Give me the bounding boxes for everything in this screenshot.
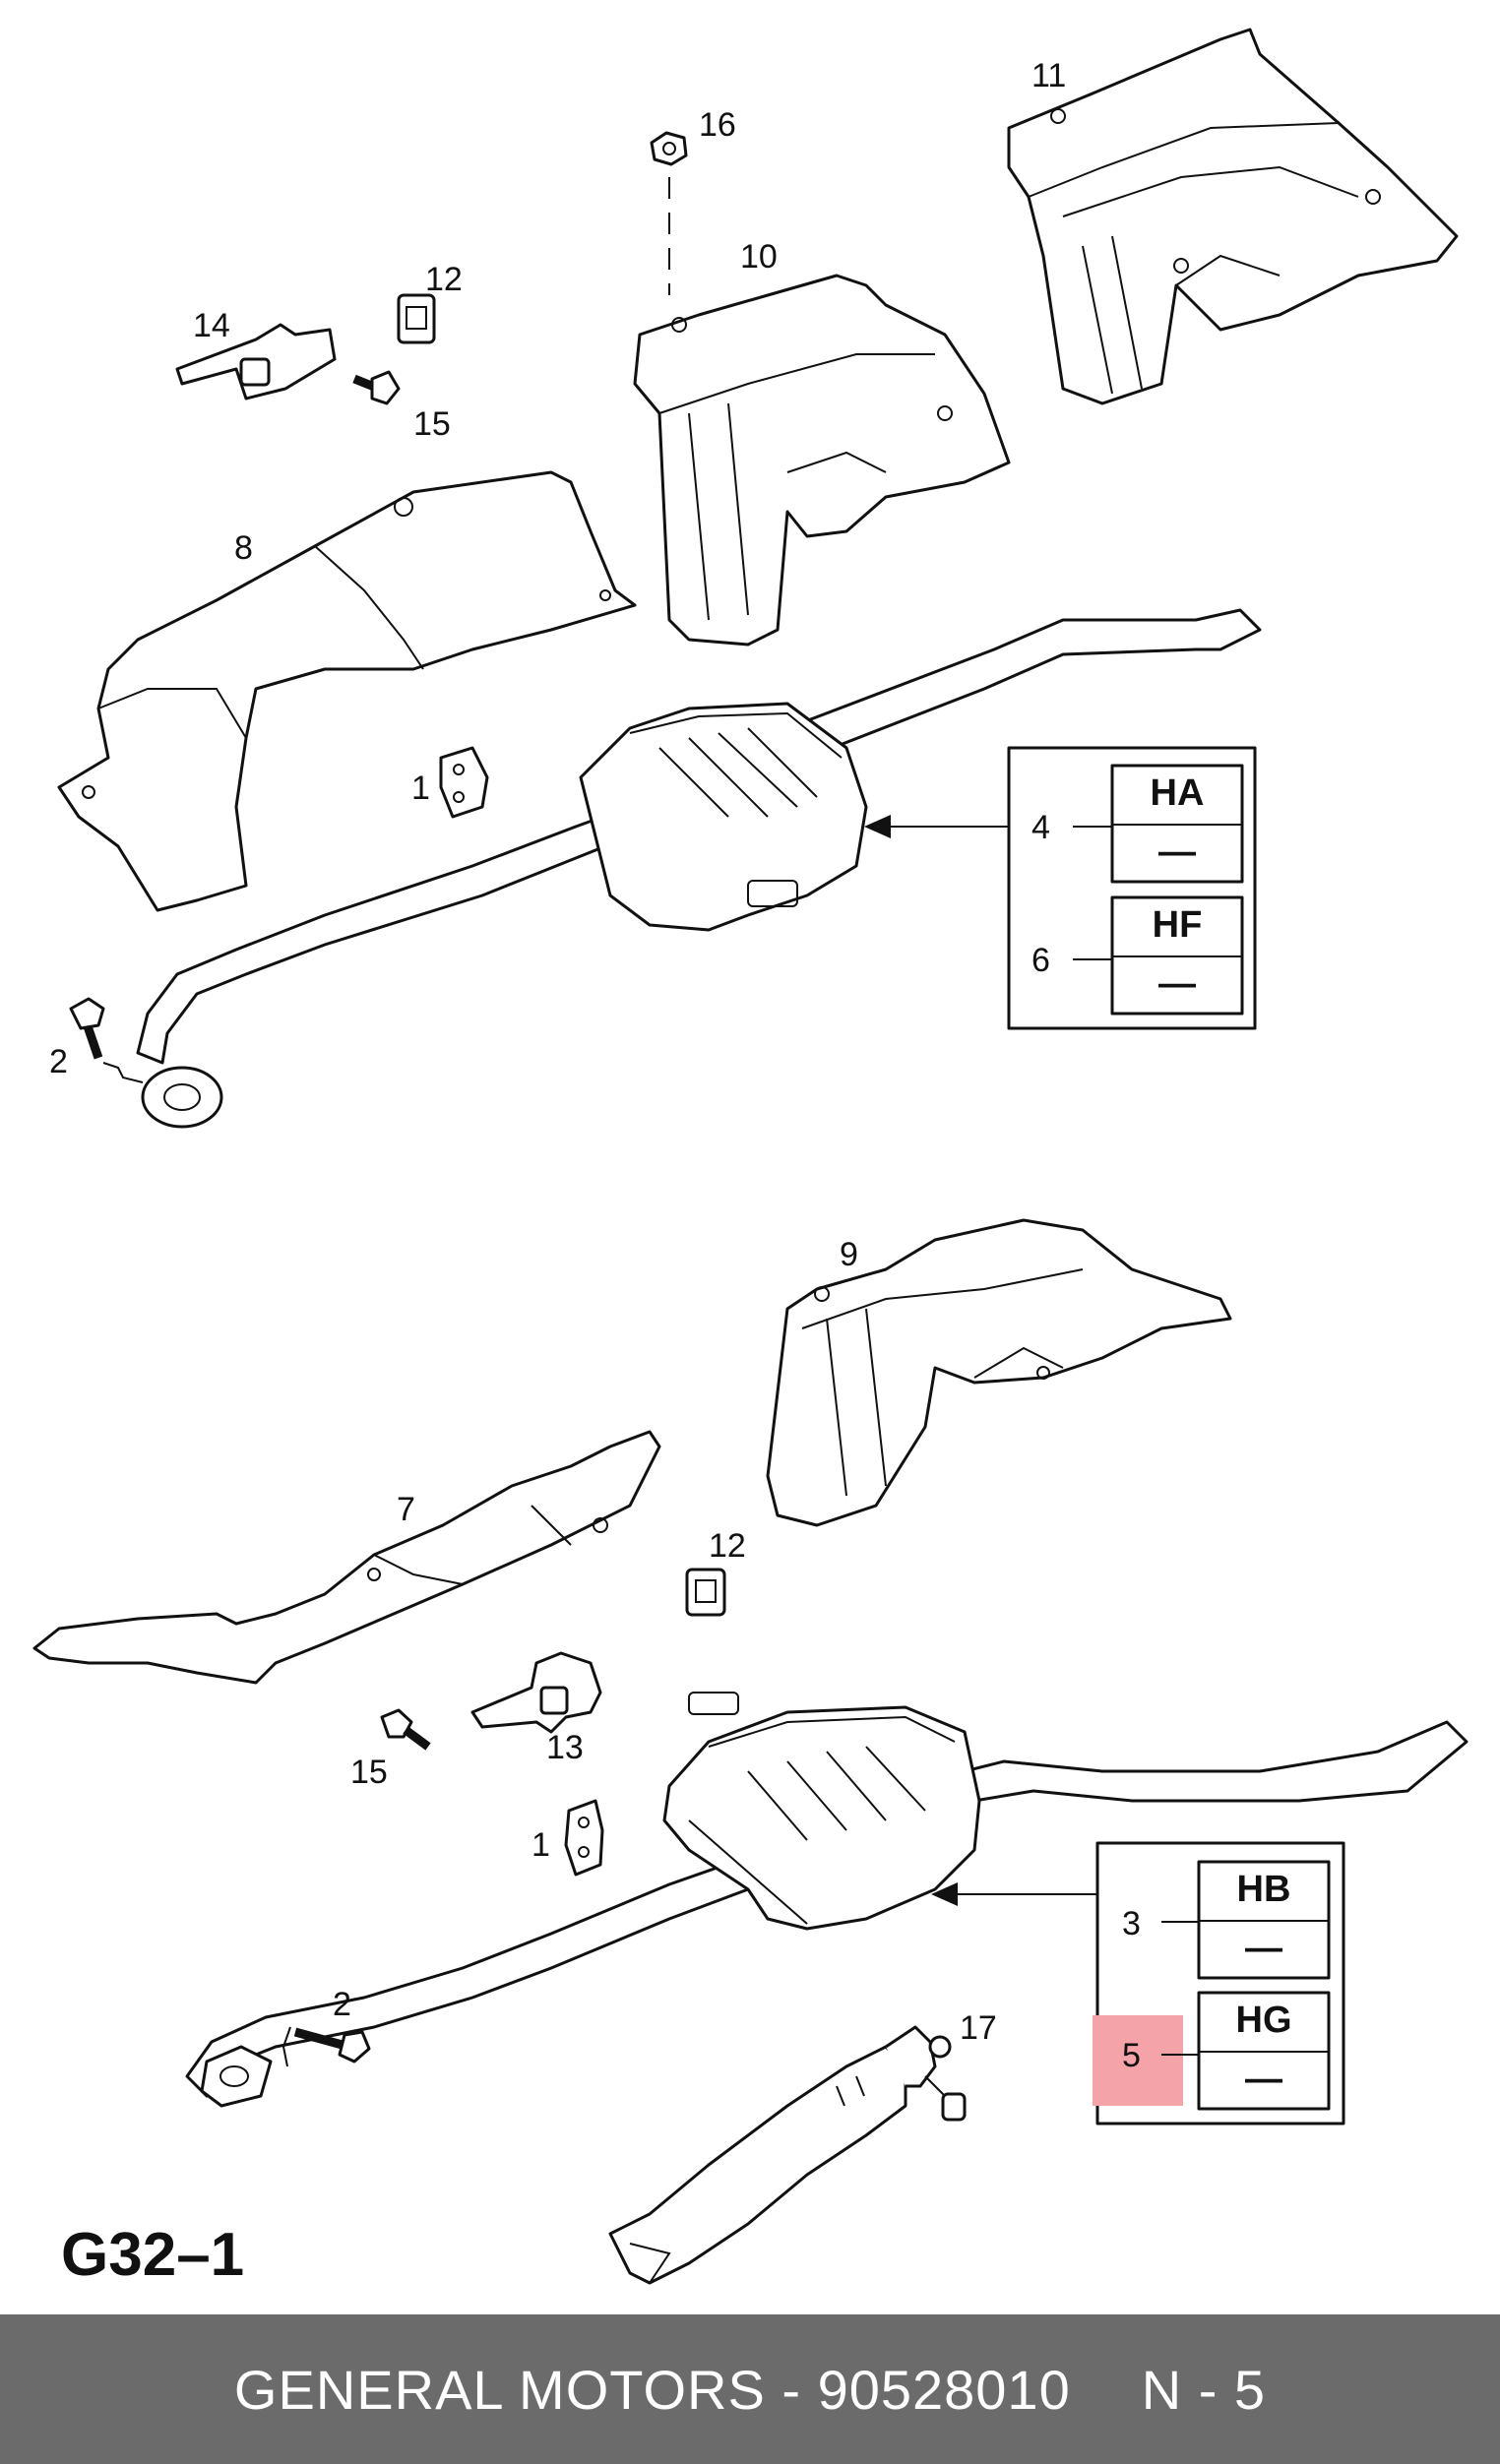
bolt-15-top (352, 370, 401, 405)
code-box-ha-value: — (1158, 832, 1196, 873)
callout-6: 6 (1031, 942, 1050, 979)
callout-11: 11 (1031, 57, 1066, 94)
code-frame-bottom (931, 1841, 1345, 2125)
callout-2: 2 (49, 1043, 68, 1080)
callout-17: 17 (960, 2009, 997, 2047)
callout-4: 4 (1031, 809, 1050, 846)
clip-12-top (397, 293, 436, 344)
code-box-hf-value: — (1158, 963, 1196, 1005)
callout-7: 7 (397, 1491, 415, 1528)
bolt-2-top (69, 997, 144, 1083)
exhaust-parts-diagram: 11 16 10 12 14 15 8 1 2 4 6 9 7 12 13 15… (32, 28, 1469, 2289)
bolt-2-bottom (281, 2026, 371, 2067)
callout-12: 12 (425, 261, 463, 298)
bolt-15-bottom (380, 1708, 431, 1751)
callout-15: 15 (413, 405, 451, 443)
callout-16: 16 (699, 106, 736, 144)
code-box-hg-value: — (1245, 2059, 1282, 2100)
callout-1: 1 (531, 1826, 550, 1864)
heat-shield-8 (57, 470, 637, 912)
callout-13: 13 (546, 1729, 584, 1766)
footer-bar: GENERAL MOTORS - 90528010 N - 5 (0, 2314, 1500, 2464)
bracket-13 (470, 1651, 602, 1734)
catalytic-converter-17 (608, 2025, 967, 2285)
footer-page: N - 5 (1141, 2358, 1267, 2421)
code-box-ha: HA (1151, 772, 1205, 814)
hanger-1-top (439, 746, 489, 819)
clip-12-bottom (685, 1568, 726, 1617)
code-box-hf: HF (1153, 904, 1203, 946)
callout-8: 8 (234, 529, 253, 567)
callout-10: 10 (740, 238, 778, 276)
code-box-hb-value: — (1245, 1928, 1282, 1969)
code-box-hg: HG (1236, 2000, 1292, 2041)
nut-16 (650, 131, 688, 295)
callout-2: 2 (333, 1986, 351, 2023)
hanger-1-bottom (564, 1799, 604, 1877)
heat-shield-10 (633, 274, 1011, 647)
callout-5: 5 (1122, 2037, 1141, 2074)
heat-shield-9 (766, 1218, 1232, 1527)
callout-12: 12 (709, 1527, 746, 1565)
code-frame-top (864, 746, 1257, 1030)
figure-id: G32–1 (61, 2221, 244, 2289)
highlight-marker (1093, 2015, 1183, 2106)
callout-15: 15 (350, 1754, 388, 1791)
callout-1: 1 (411, 770, 430, 807)
callout-14: 14 (193, 307, 230, 344)
muffler-top (136, 608, 1262, 1129)
heat-shield-7 (32, 1430, 661, 1685)
callout-3: 3 (1122, 1905, 1141, 1942)
callout-9: 9 (840, 1236, 858, 1273)
code-box-hb: HB (1237, 1869, 1291, 1910)
footer-brand: GENERAL MOTORS - 90528010 (233, 2358, 1071, 2421)
bracket-14 (175, 323, 337, 400)
muffler-bottom (185, 1692, 1469, 2108)
heat-shield-11 (1007, 28, 1459, 405)
